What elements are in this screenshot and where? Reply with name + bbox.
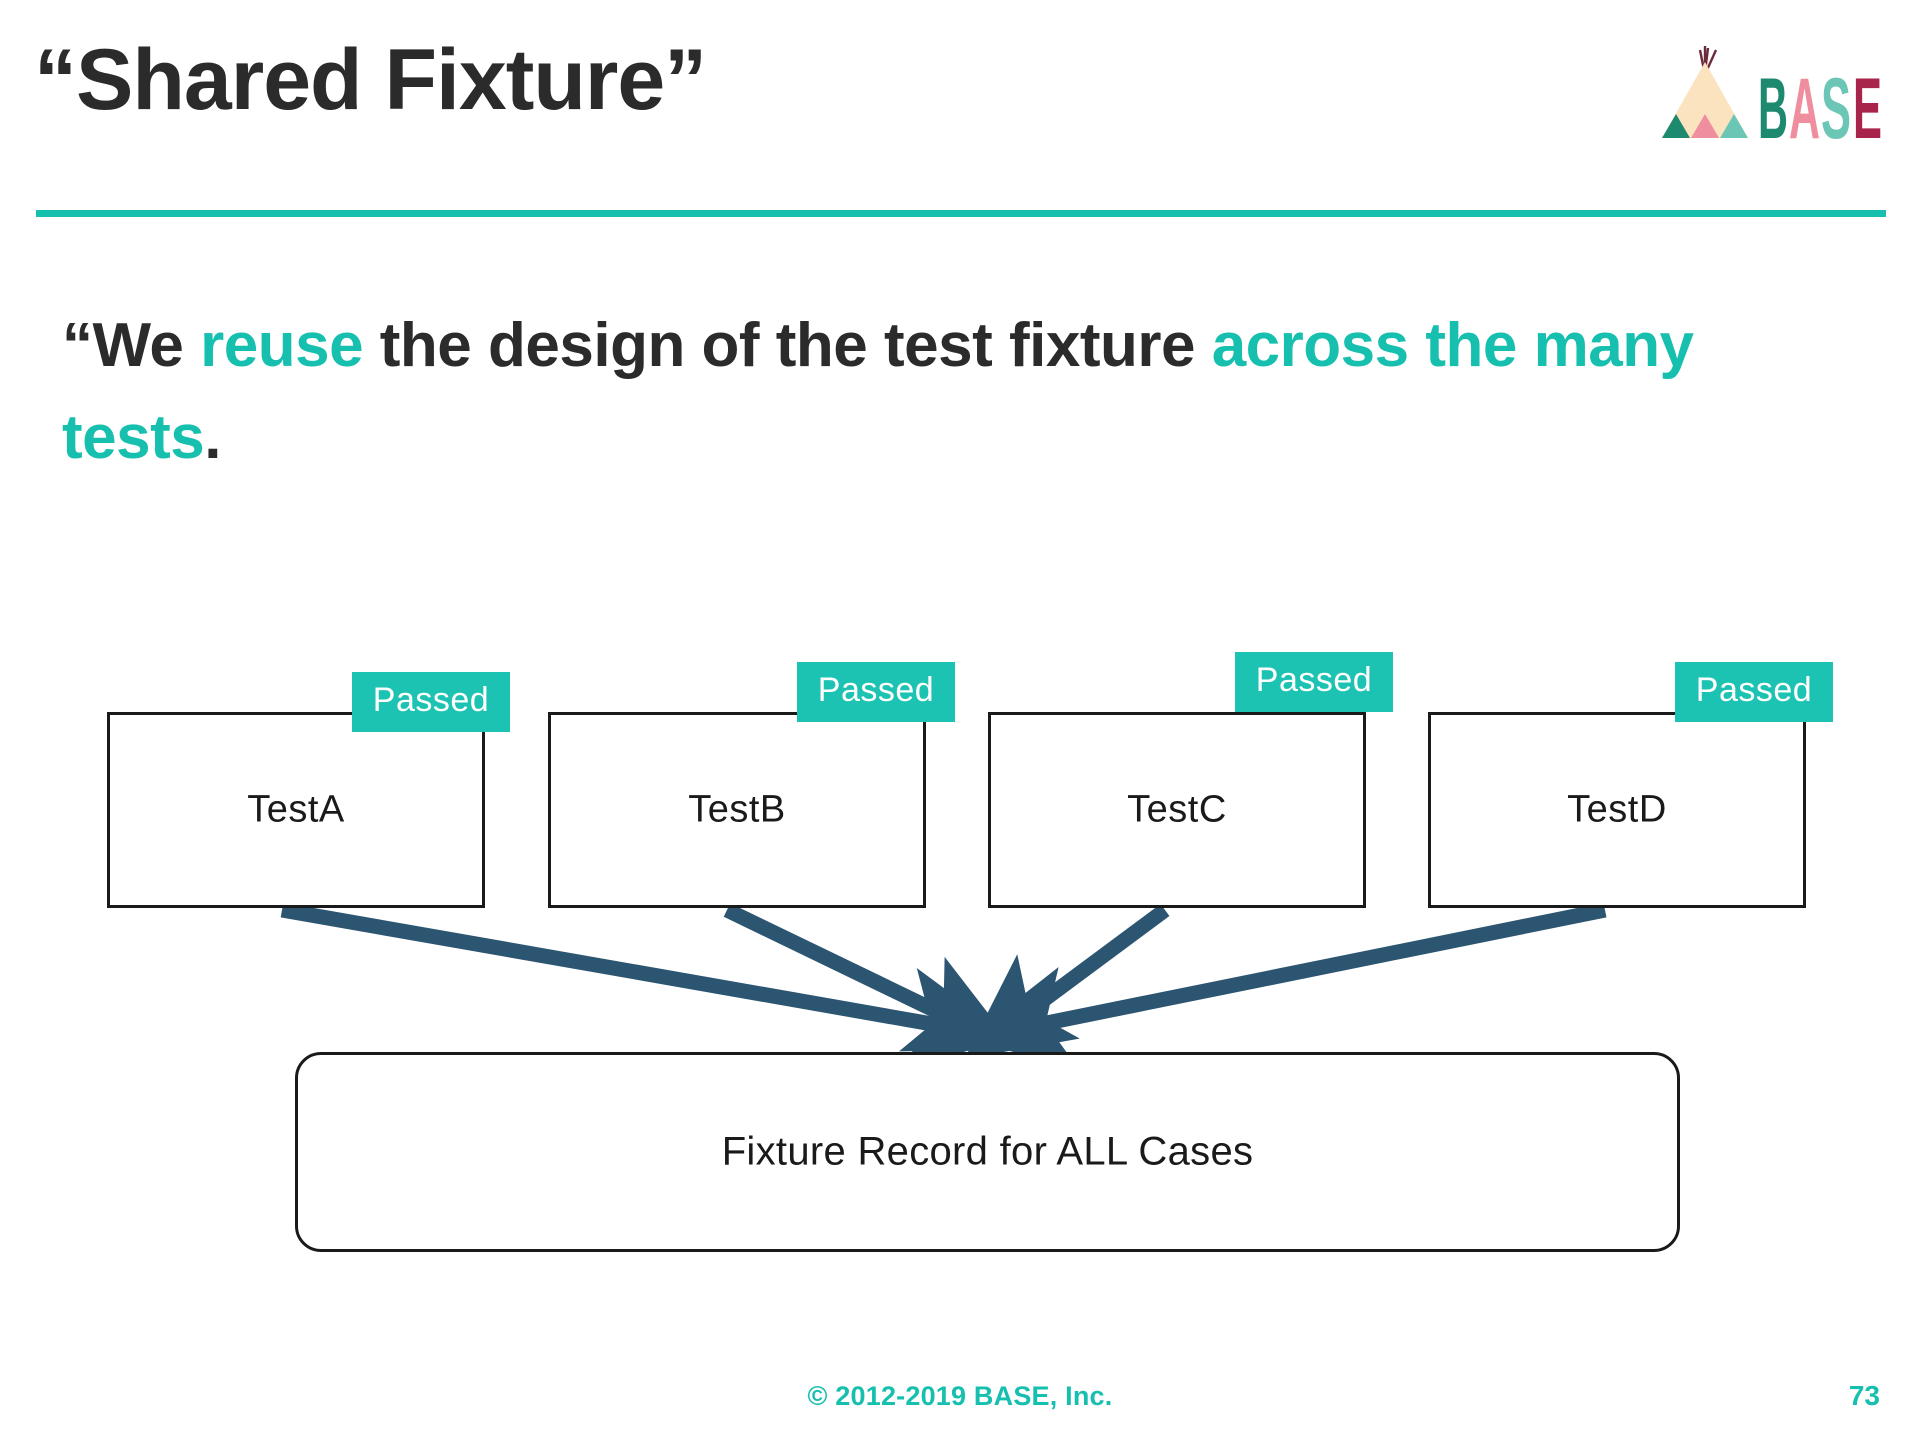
test-box-testd[interactable]: TestD [1428, 712, 1806, 908]
arrow-testd-to-fixture [966, 902, 1607, 1070]
quote-segment-4: . [204, 402, 221, 472]
tent-triangle-green-icon [1662, 114, 1690, 138]
fixture-record-box[interactable]: Fixture Record for ALL Cases [295, 1052, 1680, 1252]
test-box-testa[interactable]: TestA [107, 712, 485, 908]
status-badge-testc: Passed [1235, 652, 1393, 712]
tent-triangle-teal-icon [1720, 114, 1748, 138]
arrow-testa-to-fixture [280, 902, 1012, 1072]
quote-segment-1: reuse [200, 311, 364, 380]
page-title: “Shared Fixture” [34, 32, 707, 128]
test-label: TestA [247, 788, 345, 831]
quote-text: “We reuse the design of the test fixture… [62, 300, 1862, 484]
fixture-record-label: Fixture Record for ALL Cases [721, 1129, 1254, 1174]
svg-text:E: E [1853, 61, 1882, 142]
quote-segment-2: the design of the test fixture [363, 311, 1212, 380]
shared-fixture-diagram: TestA Passed TestB Passed TestC Passed T… [0, 620, 1920, 1300]
test-box-testc[interactable]: TestC [988, 712, 1366, 908]
base-logo: B A S E [1660, 38, 1890, 142]
title-divider [36, 210, 1886, 217]
test-label: TestD [1567, 788, 1667, 831]
copyright-footer: © 2012-2019 BASE, Inc. [807, 1381, 1113, 1411]
quote-segment-0: “We [62, 311, 201, 380]
svg-text:B: B [1758, 61, 1788, 142]
page-number: 73 [1848, 1380, 1880, 1411]
svg-text:S: S [1821, 61, 1851, 142]
logo-wordmark: B A S E [1758, 61, 1882, 142]
status-badge-testd: Passed [1675, 662, 1833, 722]
tent-triangle-pink-icon [1691, 114, 1719, 138]
tent-body-icon [1662, 62, 1748, 138]
arrow-testb-to-fixture [723, 903, 1017, 1052]
status-badge-testa: Passed [352, 672, 510, 732]
status-badge-testb: Passed [797, 662, 955, 722]
test-box-testb[interactable]: TestB [548, 712, 926, 908]
test-label: TestC [1127, 788, 1227, 831]
svg-text:A: A [1789, 61, 1820, 142]
test-label: TestB [688, 788, 786, 831]
arrows-group [280, 902, 1607, 1072]
quote-segment-3: across the many tests [62, 311, 1694, 472]
